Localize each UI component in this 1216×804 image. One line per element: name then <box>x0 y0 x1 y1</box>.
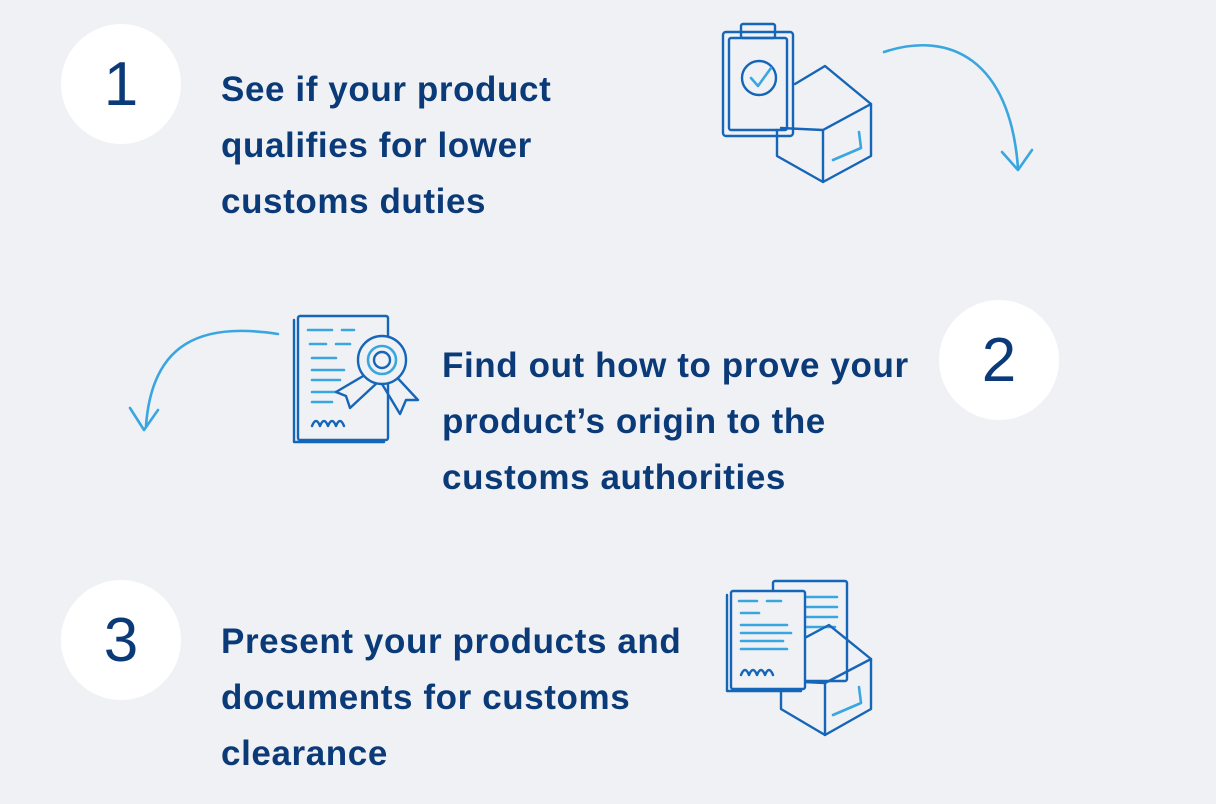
step-1-line-3: customs duties <box>221 182 487 221</box>
step-3-line-1: Present your products and <box>221 622 682 661</box>
arrow-left-down-icon <box>128 329 280 432</box>
step-1-text: See if your product qualifies for lower … <box>221 62 551 230</box>
step-3-line-2: documents for customs <box>221 678 631 717</box>
step-3-number: 3 <box>103 605 139 675</box>
step-1-line-2: qualifies for lower <box>221 126 532 165</box>
step-3-text: Present your products and documents for … <box>221 614 681 782</box>
step-3-number-badge: 3 <box>61 580 181 700</box>
certificate-icon <box>292 314 420 444</box>
step-2-line-1: Find out how to prove your <box>442 346 909 385</box>
step-3-line-3: clearance <box>221 734 388 773</box>
step-2-number-badge: 2 <box>939 300 1059 420</box>
step-2-text: Find out how to prove your product’s ori… <box>442 338 909 506</box>
step-1-line-1: See if your product <box>221 70 552 109</box>
clipboard-box-icon <box>721 22 873 184</box>
arrow-right-down-icon <box>882 43 1034 172</box>
step-1-number-badge: 1 <box>61 24 181 144</box>
step-2-line-3: customs authorities <box>442 458 786 497</box>
step-2-number: 2 <box>981 325 1017 395</box>
step-1-number: 1 <box>103 49 139 119</box>
documents-box-icon <box>725 579 873 737</box>
step-2-line-2: product’s origin to the <box>442 402 826 441</box>
